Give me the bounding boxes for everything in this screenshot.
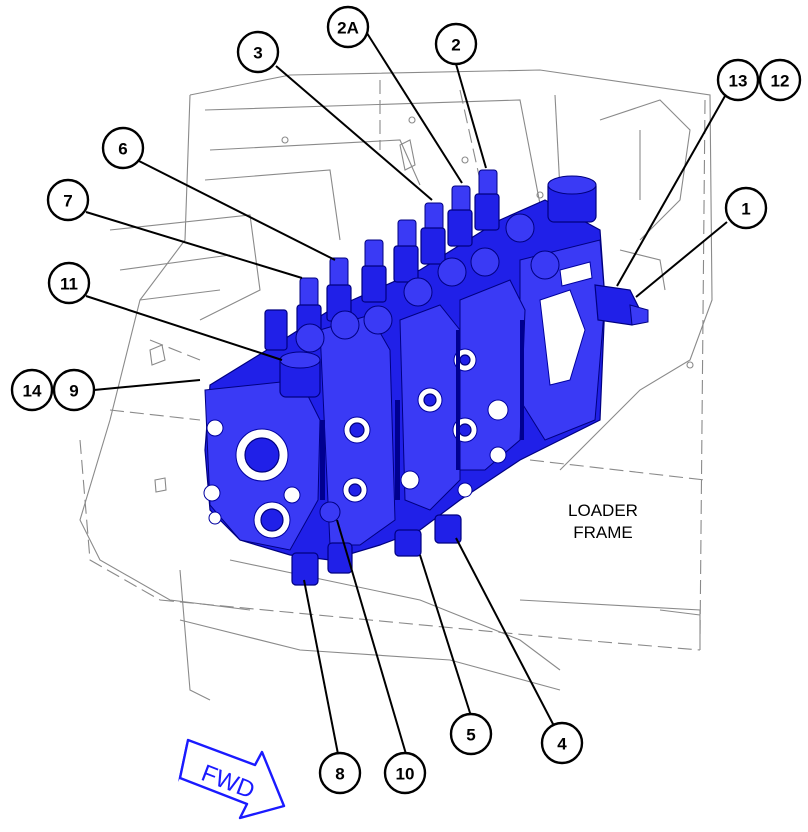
callout-10: 10 <box>383 751 427 795</box>
callouts: 2A 2 3 13 12 6 7 1 <box>10 5 802 795</box>
svg-text:10: 10 <box>396 765 415 784</box>
callout-2a: 2A <box>326 5 370 49</box>
frame-label-line-2: FRAME <box>573 523 633 542</box>
callout-1: 1 <box>724 186 768 230</box>
callout-4: 4 <box>540 721 584 765</box>
svg-text:8: 8 <box>335 765 344 784</box>
forward-direction-arrow: FWD <box>178 738 286 820</box>
callout-3: 3 <box>236 30 280 74</box>
svg-text:11: 11 <box>60 275 78 294</box>
control-valve-assembly <box>203 169 649 586</box>
callout-5: 5 <box>449 712 493 756</box>
svg-text:4: 4 <box>557 735 567 754</box>
callout-9: 9 <box>52 368 96 412</box>
svg-text:9: 9 <box>69 382 78 401</box>
callout-11: 11 <box>47 261 91 305</box>
frame-label-line-1: LOADER <box>568 501 638 520</box>
callout-14: 14 <box>10 368 54 412</box>
callout-7: 7 <box>46 178 90 222</box>
loader-frame-label: LOADER FRAME <box>568 501 638 542</box>
callout-8: 8 <box>318 751 362 795</box>
svg-text:14: 14 <box>23 382 42 401</box>
svg-text:1: 1 <box>741 200 750 219</box>
loader-frame-outline <box>79 69 713 701</box>
leader-lines <box>85 29 728 755</box>
svg-text:7: 7 <box>63 192 72 211</box>
svg-text:2A: 2A <box>337 19 359 38</box>
svg-text:6: 6 <box>118 140 127 159</box>
callout-13: 13 <box>716 58 760 102</box>
svg-text:13: 13 <box>729 72 748 91</box>
callout-12: 12 <box>758 58 802 102</box>
svg-text:12: 12 <box>771 72 790 91</box>
callout-2: 2 <box>434 22 478 66</box>
svg-text:3: 3 <box>253 44 262 63</box>
svg-text:2: 2 <box>451 36 460 55</box>
callout-6: 6 <box>101 126 145 170</box>
svg-text:5: 5 <box>466 726 475 745</box>
